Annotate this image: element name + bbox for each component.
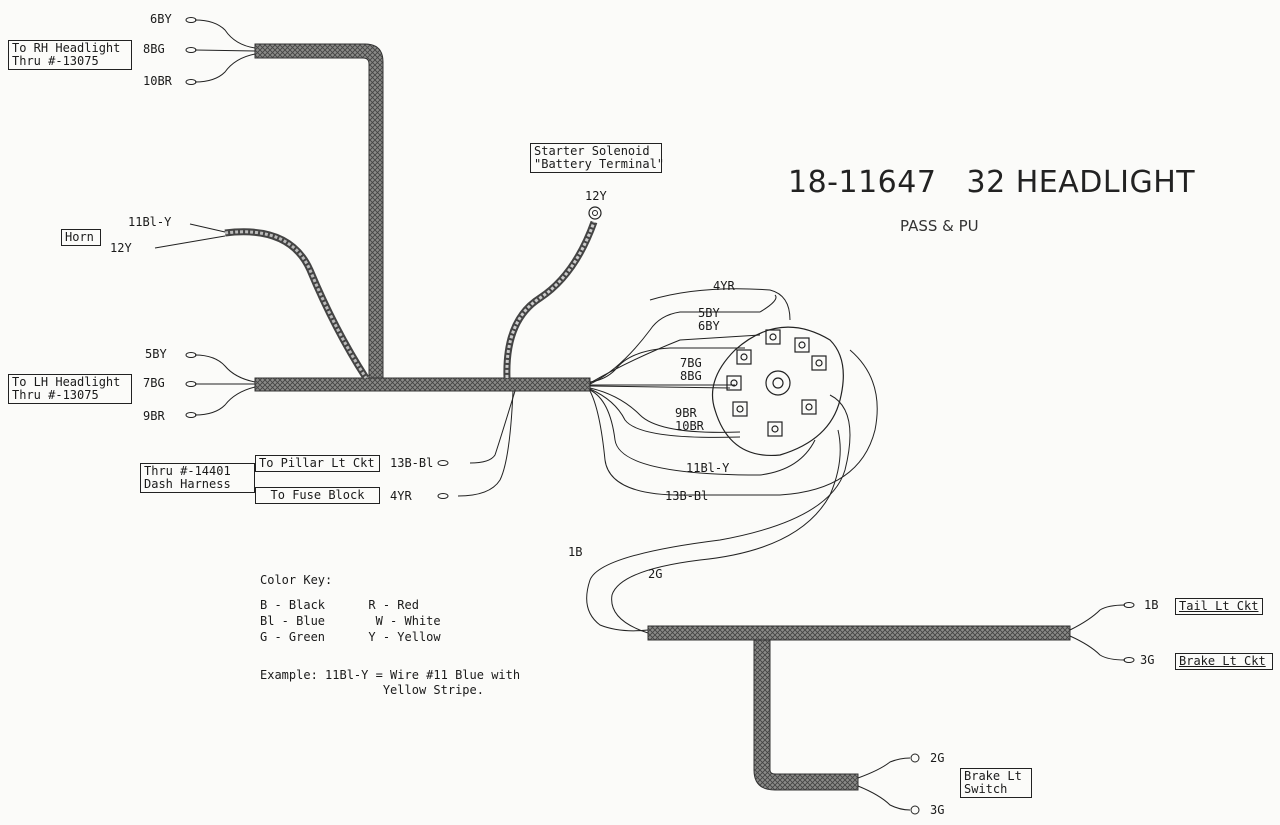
wire-label-7bg: 7BG <box>143 376 165 390</box>
horn-lead <box>154 223 369 380</box>
wire-label-2g: 2G <box>648 567 663 581</box>
wire-label-13bbl: 13B-Bl <box>390 456 434 470</box>
fuse-box: To Fuse Block <box>255 487 380 504</box>
wire-label-9br: 9BR <box>143 409 165 423</box>
wire-label-5by-6by: 5BY 6BY <box>698 306 720 333</box>
wire-label-12y-horn: 12Y <box>110 241 132 255</box>
main-harness <box>254 43 591 392</box>
brake-switch-box: Brake Lt Switch <box>960 768 1032 798</box>
color-key-title: Color Key: <box>260 573 333 587</box>
pillar-box: To Pillar Lt Ckt <box>255 455 380 472</box>
wire-label-1b: 1B <box>568 545 583 559</box>
rear-fanouts <box>857 602 1135 815</box>
diagram-subtitle: PASS & PU <box>900 217 979 235</box>
wire-label-13bbl-switch: 13B-Bl <box>665 489 709 503</box>
tail-brake-leads <box>586 394 851 634</box>
rh-fanout <box>185 17 256 85</box>
rear-harness <box>647 625 1071 791</box>
wire-label-11bly-switch: 11Bl-Y <box>686 461 730 475</box>
wire-label-6by: 6BY <box>150 12 172 26</box>
wire-label-9br-10br: 9BR 10BR <box>675 406 704 433</box>
horn-box: Horn <box>61 229 101 246</box>
wire-label-10br: 10BR <box>143 74 172 88</box>
lh-fanout <box>185 352 256 418</box>
wire-label-1b-tail: 1B <box>1144 598 1159 612</box>
wire-label-3g-switch: 3G <box>930 803 945 817</box>
wire-label-2g-switch: 2G <box>930 751 945 765</box>
headlight-switch <box>711 326 844 457</box>
color-key-line-3: G - Green Y - Yellow <box>260 630 441 644</box>
starter-lead <box>503 206 602 379</box>
wire-label-4yr-fuse: 4YR <box>390 489 412 503</box>
color-key-line-1: B - Black R - Red <box>260 598 419 612</box>
brake-ckt-box: Brake Lt Ckt <box>1175 653 1273 670</box>
dash-wires <box>437 390 516 499</box>
wire-label-3g-brake: 3G <box>1140 653 1155 667</box>
diagram-title: 18-11647 32 HEADLIGHT <box>788 165 1196 200</box>
wire-label-7bg-8bg: 7BG 8BG <box>680 356 702 383</box>
color-key-example: Example: 11Bl-Y = Wire #11 Blue with Yel… <box>260 668 521 697</box>
wire-label-4yr: 4YR <box>713 279 735 293</box>
switch-wires <box>589 288 878 496</box>
starter-box: Starter Solenoid "Battery Terminal" <box>530 143 664 173</box>
wire-label-5by: 5BY <box>145 347 167 361</box>
tail-ckt-box: Tail Lt Ckt <box>1175 598 1263 615</box>
wire-label-12y-starter: 12Y <box>585 189 607 203</box>
dash-harness-box: Thru #-14401 Dash Harness <box>140 463 255 493</box>
wire-label-8bg: 8BG <box>143 42 165 56</box>
lh-headlight-box: To LH Headlight Thru #-13075 <box>8 374 132 404</box>
color-key-line-2: Bl - Blue W - White <box>260 614 441 628</box>
rh-headlight-box: To RH Headlight Thru #-13075 <box>8 40 132 70</box>
wire-label-11bly-horn: 11Bl-Y <box>128 215 172 229</box>
